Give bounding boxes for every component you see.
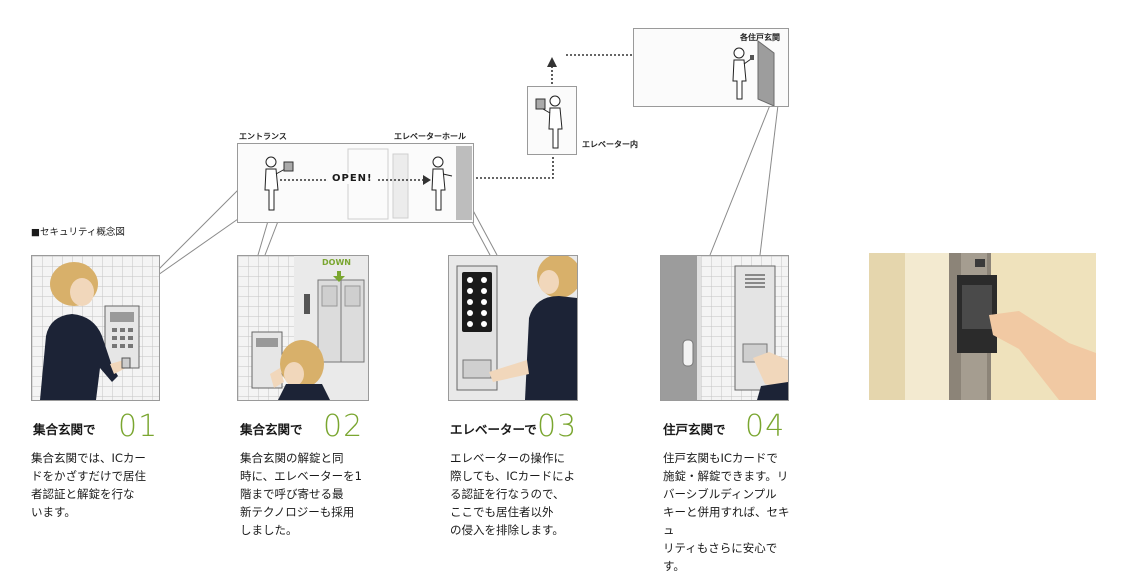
wall-panel [392,153,409,219]
step-03-illustration [448,255,578,401]
down-arrow-icon [333,276,345,282]
person-icon [542,95,563,149]
step-02-title: 集合玄関で [240,422,303,437]
door-lock-photo [869,253,1096,400]
elevator-inside-frame [527,86,577,155]
step-04-description: 住戸玄関もICカードで 施錠・解錠できます。リ バーシブルディンプル キーと併用… [663,451,790,573]
card-reader-icon [462,359,492,379]
step-01-title: 集合玄関で [33,422,96,437]
arrow-right-icon [423,175,431,185]
door-outline [347,148,389,220]
card-reader-icon [283,161,294,172]
step-03-title: エレベーターで [450,422,537,437]
step-02-number: 02 [323,409,364,444]
step-03-number: 03 [537,409,578,444]
unit-entrance-label: 各住戸玄関 [740,33,780,42]
door-handle-icon [682,339,694,367]
person-icon [264,156,286,211]
step-01-description: 集合玄関では、ICカー ドをかざすだけで居住 者認証と解錠を行な います。 [31,451,146,519]
leader-line-04 [709,104,771,256]
step-03-description: エレベーターの操作に 際しても、ICカードによ る認証を行なうので、 ここでも居… [450,451,576,537]
open-label: OPEN! [330,173,375,184]
elevator-door-icon [456,146,472,220]
woman-icon [489,256,577,400]
person-icon [732,47,752,100]
step-04-illustration [660,255,789,401]
elevator-inside-illustration [535,95,563,149]
leader-line-01b [157,218,239,276]
leader-line-04b [759,104,779,256]
lock-reader-icon [750,55,754,60]
unit-door-icon [661,256,699,400]
step-02-illustration: DOWN [237,255,369,401]
step-04-title: 住戸玄関で [663,422,726,437]
entrance-label: エントランス [239,132,287,141]
person-icon [431,156,453,211]
step-04-number: 04 [745,409,786,444]
hand-photo [989,311,1096,400]
leader-line-01 [157,189,239,271]
step-02-description: 集合玄関の解錠と同 時に、エレベーターを1 階まで呼び寄せる最 新テクノロジーも… [240,451,362,537]
unit-entrance-frame [633,28,789,107]
unit-entrance-illustration [732,40,775,106]
woman-icon [270,340,330,400]
ic-card-icon [121,357,131,369]
diagram-legend: ■セキュリティ概念図 [31,227,125,238]
unit-door-icon [757,40,775,106]
elevator-hall-label: エレベーターホール [394,132,466,141]
card-reader-icon [535,98,546,110]
step-01-number: 01 [118,409,159,444]
arrow-up-head [547,57,557,67]
path-hall-to-elevator [472,152,554,179]
entrance-hall-frame: OPEN! [237,143,474,223]
floor-indicator-icon [304,294,310,314]
elevator-inside-label: エレベーター内 [582,140,638,149]
hand-icon [753,352,788,390]
down-label: DOWN [322,258,351,267]
entrance-hall-illustration [264,146,472,220]
step-01-illustration [31,255,160,401]
woman-icon [40,262,126,400]
